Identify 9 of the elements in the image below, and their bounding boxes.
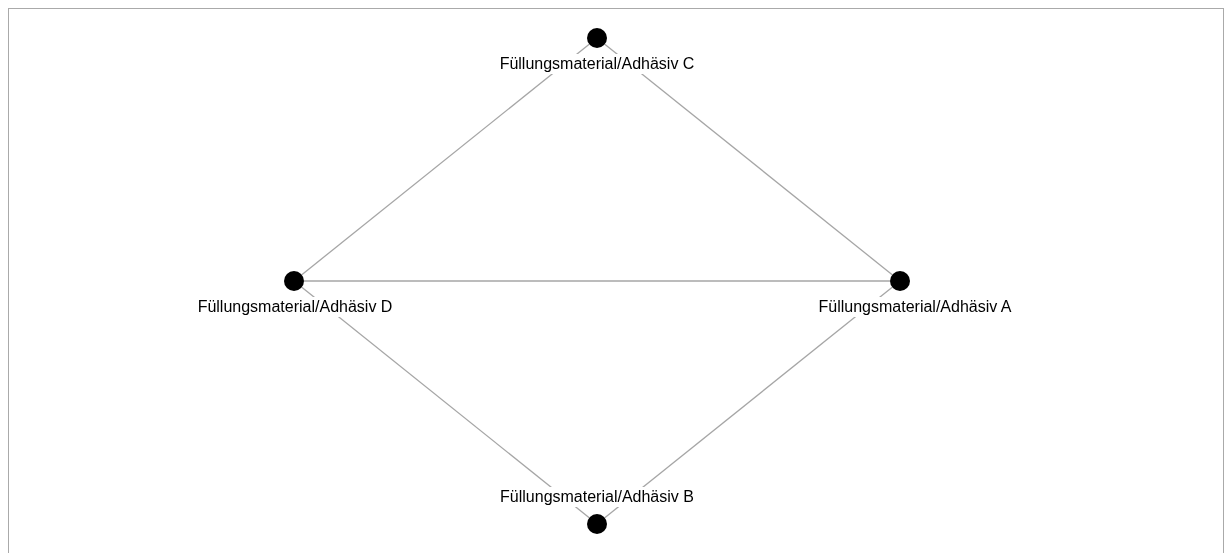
node-label: Füllungsmaterial/Adhäsiv A: [816, 297, 1014, 317]
node-dot: [890, 271, 910, 291]
node-dot: [587, 514, 607, 534]
node-label: Füllungsmaterial/Adhäsiv B: [498, 487, 696, 507]
connector-line: [303, 280, 891, 282]
node-dot: [284, 271, 304, 291]
node-dot: [587, 28, 607, 48]
connector-line: [301, 43, 590, 276]
connector-line: [604, 43, 893, 276]
